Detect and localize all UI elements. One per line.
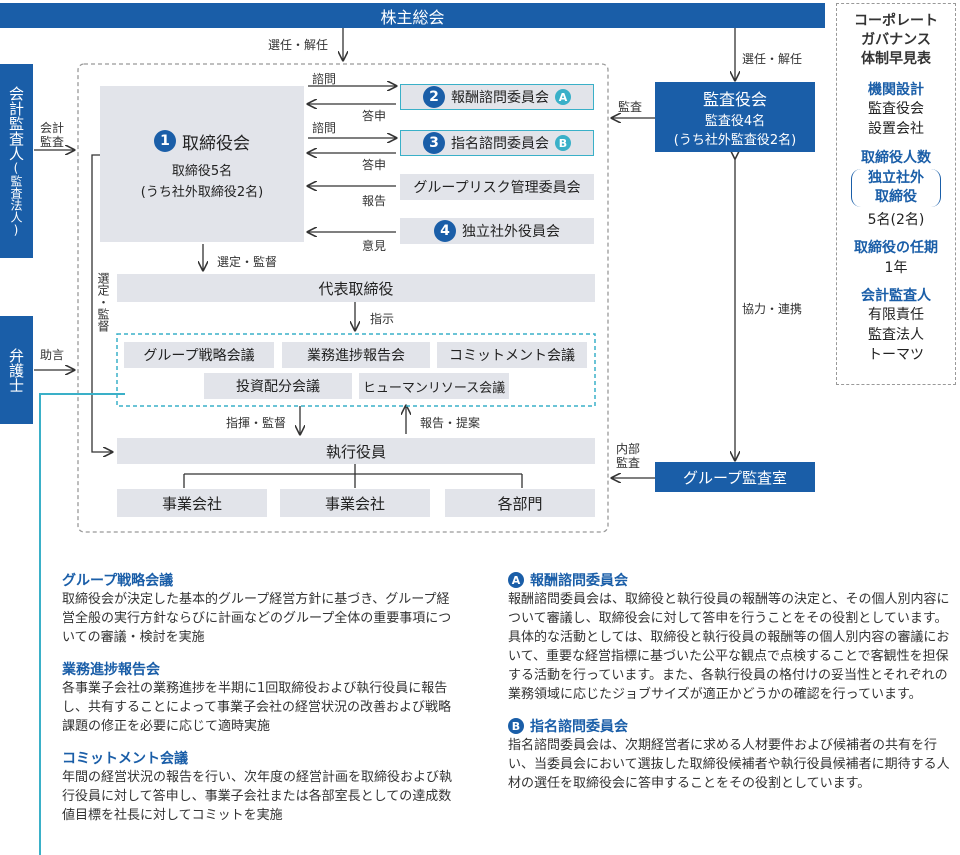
label-instruct: 指示: [370, 312, 395, 326]
representative-director: 代表取締役: [117, 274, 595, 302]
note-title-progress: 業務進捗報告会: [62, 662, 160, 678]
shareholders-meeting: 株主総会: [0, 3, 825, 28]
summary-head-term: 取締役の任期: [854, 240, 938, 256]
summary-head-auditor: 会計監査人: [861, 288, 931, 304]
summary-val-design: 監査役会 設置会社: [868, 101, 924, 137]
meeting-commitment: コミットメント会議: [437, 342, 587, 368]
summary-head-design: 機関設計: [868, 82, 924, 98]
lawyer: 弁護士: [0, 316, 33, 424]
departments: 各部門: [445, 489, 595, 517]
label-consult-1: 諮問: [312, 72, 337, 86]
committee-number-4: 4: [434, 220, 456, 242]
label-cooperation: 協力・連携: [742, 302, 803, 316]
meeting-group-strategy: グループ戦略会議: [124, 342, 274, 368]
summary-title: コーポレート ガバナンス 体制早見表: [854, 13, 938, 67]
label-reply-1: 答申: [362, 109, 387, 123]
meeting-progress-report: 業務進捗報告会: [282, 342, 430, 368]
summary-head-directors: 取締役人数: [861, 150, 931, 166]
note-letter-b: B: [508, 718, 524, 734]
summary-val-directors: 5名(2名): [867, 212, 925, 228]
label-select-supervise-vertical: 選定・監督: [96, 272, 110, 332]
label-advice: 助言: [40, 348, 65, 362]
executive-officers: 執行役員: [117, 438, 595, 464]
note-title-nomination: 指名諮問委員会: [530, 719, 628, 735]
audit-board-title: 監査役会: [702, 90, 767, 109]
label-elect-2: 選任・解任: [742, 52, 803, 66]
meeting-investment: 投資配分会議: [204, 373, 352, 399]
governance-summary: コーポレート ガバナンス 体制早見表 機関設計 監査役会 設置会社 取締役人数 …: [836, 3, 956, 385]
note-body-nomination: 指名諮問委員会は、次期経営者に求める人材要件および候補者の共有を行い、当委員会に…: [508, 738, 950, 791]
committee-number-2: 2: [423, 86, 445, 108]
note-letter-a: A: [508, 572, 524, 588]
business-company-1: 事業会社: [117, 489, 267, 517]
group-risk-committee: グループリスク管理委員会: [400, 174, 594, 200]
board-outside-count: (うち社外取締役2名): [140, 184, 264, 200]
note-body-compensation: 報酬諮問委員会は、取締役と執行役員の報酬等の決定と、その個人別内容について審議し…: [508, 592, 950, 702]
accounting-auditor: 会計監査人 (監査法人): [0, 64, 33, 258]
audit-board-outside: (うち社外監査役2名): [673, 133, 797, 148]
label-report: 報告: [362, 194, 387, 208]
board-number: 1: [154, 130, 176, 152]
label-elect-1: 選任・解任: [268, 38, 329, 52]
notes-right: A 報酬諮問委員会 報酬諮問委員会は、取締役と執行役員の報酬等の決定と、その個人別…: [508, 570, 958, 793]
label-consult-2: 諮問: [312, 121, 337, 135]
audit-board-count: 監査役4名: [704, 114, 766, 129]
note-title-strategy: グループ戦略会議: [62, 573, 174, 589]
committee-letter-a: A: [555, 89, 571, 105]
notes-left: グループ戦略会議 取締役会が決定した基本的グループ経営方針に基づき、グループ経営…: [62, 570, 462, 825]
meeting-human-resource: ヒューマンリソース会議: [359, 373, 509, 399]
committee-letter-b: B: [555, 135, 571, 151]
summary-val-auditor: 有限責任 監査法人 トーマツ: [868, 307, 924, 363]
note-body-strategy: 取締役会が決定した基本的グループ経営方針に基づき、グループ経営全般の実行方針なら…: [62, 592, 452, 645]
label-command: 指揮・監督: [226, 416, 287, 430]
audit-board: 監査役会 監査役4名 (うち社外監査役2名): [655, 82, 815, 152]
summary-val-term: 1年: [884, 260, 908, 276]
label-reply-2: 答申: [362, 158, 387, 172]
note-title-commitment: コミットメント会議: [62, 751, 188, 767]
board-of-directors: 1 取締役会 取締役5名 (うち社外取締役2名): [100, 86, 304, 242]
board-title: 取締役会: [182, 133, 250, 154]
label-audit: 監査: [618, 100, 643, 114]
label-select-supervise: 選定・監督: [217, 255, 278, 269]
summary-head-outside: 独立社外 取締役: [851, 169, 941, 207]
business-company-2: 事業会社: [280, 489, 430, 517]
note-title-compensation: 報酬諮問委員会: [530, 573, 628, 589]
label-accounting-audit: 会計 監査: [40, 121, 65, 149]
label-internal-audit: 内部 監査: [616, 442, 641, 470]
label-opinion: 意見: [362, 239, 387, 253]
note-body-commitment: 年間の経営状況の報告を行い、次年度の経営計画を取締役および執行役員に対して答申し…: [62, 770, 453, 823]
note-body-progress: 各事業子会社の業務進捗を半期に1回取締役および執行役員に報告し、共有することによ…: [62, 681, 451, 734]
committee-number-3: 3: [423, 132, 445, 154]
label-report-propose: 報告・提案: [420, 416, 481, 430]
group-audit-office: グループ監査室: [655, 462, 815, 492]
board-count: 取締役5名: [171, 163, 233, 179]
